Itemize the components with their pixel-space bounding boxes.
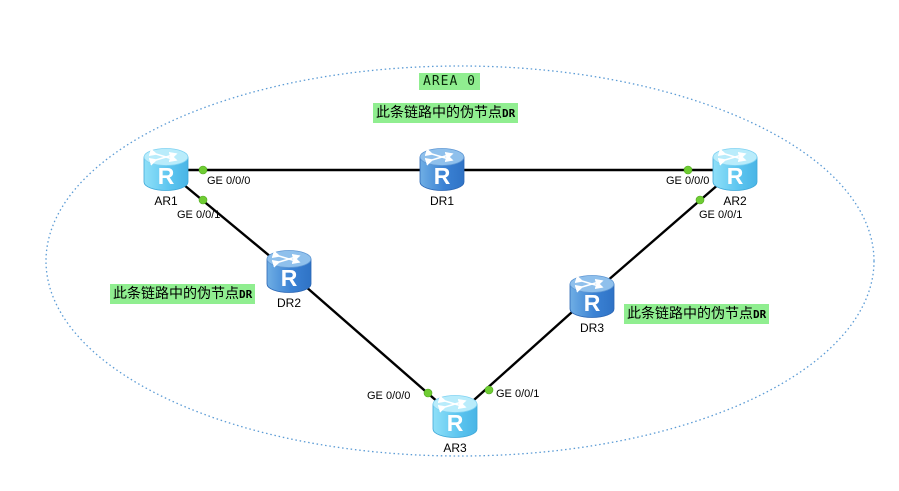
port-label-ar1-ge000: GE 0/0/0 — [207, 175, 251, 187]
port-up-indicator — [198, 195, 208, 205]
node-dr2[interactable]: DR2 — [266, 249, 312, 310]
annotation-text: 此条链路中的伪节点 — [376, 104, 502, 120]
area-0-label[interactable]: AREA 0 — [419, 73, 480, 90]
annotation-dr-suffix: DR — [753, 308, 767, 321]
annotation-text: 此条链路中的伪节点 — [627, 305, 753, 321]
link-ar1-dr2[interactable] — [165, 169, 290, 273]
annotation-pseudonode-dr1[interactable]: 此条链路中的伪节点DR — [373, 103, 519, 123]
link-dr3-ar3[interactable] — [454, 294, 592, 418]
port-label-ar3-ge000: GE 0/0/0 — [367, 390, 411, 402]
port-label-ar3-ge001: GE 0/0/1 — [496, 388, 540, 400]
node-label: AR3 — [443, 441, 467, 455]
node-ar3[interactable]: AR3 — [432, 394, 478, 455]
port-up-indicator — [695, 195, 705, 205]
port-up-indicator — [423, 388, 433, 398]
annotation-text: 此条链路中的伪节点 — [113, 285, 239, 301]
port-up-indicator — [484, 385, 494, 395]
port-label-ar2-ge000: GE 0/0/0 — [666, 175, 710, 187]
node-ar1[interactable]: AR1 — [143, 147, 189, 208]
area-boundary-ellipse — [45, 65, 875, 457]
node-dr3[interactable]: DR3 — [569, 274, 615, 335]
node-label: AR2 — [723, 194, 747, 208]
node-dr1[interactable]: DR1 — [419, 147, 465, 208]
node-label: DR1 — [429, 194, 455, 208]
port-up-indicator — [198, 165, 208, 175]
router-icon — [432, 394, 478, 439]
port-label-ar1-ge001: GE 0/0/1 — [177, 209, 221, 221]
annotation-pseudonode-dr3[interactable]: 此条链路中的伪节点DR — [624, 304, 770, 324]
node-label: DR3 — [579, 321, 605, 335]
annotation-pseudonode-dr2[interactable]: 此条链路中的伪节点DR — [110, 284, 256, 304]
link-ar2-dr3[interactable] — [590, 169, 736, 296]
router-icon — [143, 147, 189, 192]
router-icon — [712, 147, 758, 192]
router-icon — [569, 274, 615, 319]
node-label: DR2 — [276, 296, 302, 310]
node-label: AR1 — [154, 194, 178, 208]
port-label-ar2-ge001: GE 0/0/1 — [699, 209, 743, 221]
node-ar2[interactable]: AR2 — [712, 147, 758, 208]
annotation-dr-suffix: DR — [239, 288, 253, 301]
annotation-dr-suffix: DR — [502, 107, 516, 120]
router-icon — [419, 147, 465, 192]
port-up-indicator — [683, 165, 693, 175]
router-icon — [266, 249, 312, 294]
